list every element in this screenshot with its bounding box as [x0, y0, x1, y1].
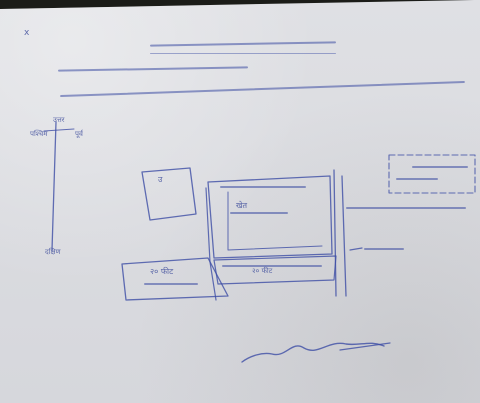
signature — [241, 342, 385, 363]
left-road — [205, 187, 217, 301]
east-arrow — [349, 247, 363, 251]
nw-label: उ — [158, 175, 163, 184]
east-label: पूर्व — [75, 130, 83, 138]
central-inner-line — [227, 191, 323, 251]
bottom-strip — [213, 255, 337, 285]
northwest-plot — [141, 167, 197, 221]
northeast-plot — [388, 154, 476, 194]
north-label: उत्तर — [53, 116, 65, 124]
west-dimension: २० फीट — [150, 267, 174, 276]
central-building — [207, 175, 333, 259]
plot-marker: खेत — [236, 201, 248, 210]
east-road-right — [341, 175, 347, 297]
plot-length: २० फीट — [252, 267, 273, 275]
compass-line — [51, 121, 57, 251]
signature-underline — [339, 342, 391, 351]
southwest-plot — [121, 257, 229, 301]
compass-crossbar — [43, 128, 75, 132]
south-label: दक्षिण — [45, 248, 61, 256]
east-road-left — [333, 169, 337, 297]
west-label: पश्चिम — [30, 130, 48, 138]
corner-mark: x — [24, 28, 30, 38]
